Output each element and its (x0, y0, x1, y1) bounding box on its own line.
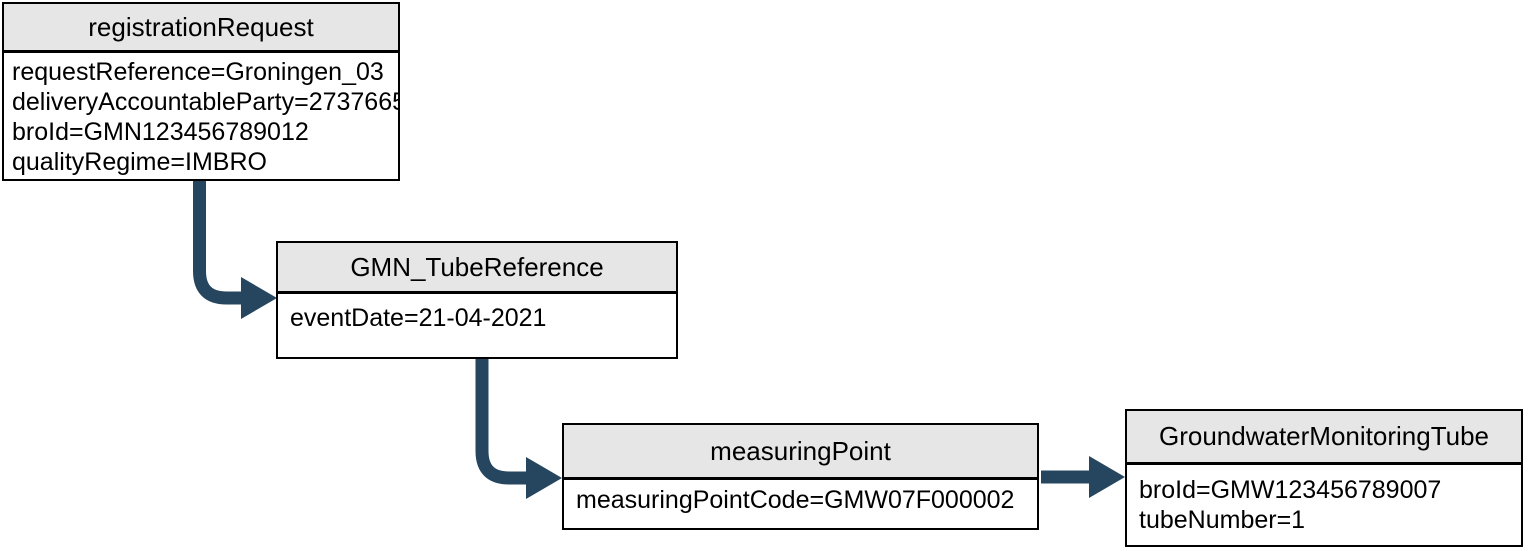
connector-registrationRequest-to-gmn-tubereference (193, 181, 241, 305)
node-title: registrationRequest (4, 4, 398, 53)
node-groundwatermonitoringtube: GroundwaterMonitoringTube broId=GMW12345… (1125, 409, 1523, 547)
node-field: eventDate=21-04-2021 (290, 304, 547, 332)
node-title: GMN_TubeReference (278, 243, 676, 294)
node-title: measuringPoint (564, 425, 1037, 480)
node-field: broId=GMW123456789007 (1139, 476, 1442, 504)
node-body: requestReference=Groningen_03 deliveryAc… (4, 53, 398, 181)
node-registration-request: registrationRequest requestReference=Gro… (2, 2, 400, 181)
node-title: GroundwaterMonitoringTube (1127, 411, 1521, 465)
node-field: tubeNumber=1 (1139, 506, 1306, 534)
node-field: requestReference=Groningen_03 (12, 58, 384, 86)
node-field: qualityRegime=IMBRO (12, 148, 267, 176)
arrowhead-icon (241, 277, 277, 319)
arrowhead-icon (1089, 456, 1125, 498)
node-body: eventDate=21-04-2021 (278, 294, 676, 342)
node-body: broId=GMW123456789007 tubeNumber=1 (1127, 465, 1521, 545)
connector-gmn-tubereference-to-measuringpoint (475, 359, 526, 485)
node-body: measuringPointCode=GMW07F000002 (564, 480, 1037, 520)
node-measuringpoint: measuringPoint measuringPointCode=GMW07F… (562, 423, 1039, 530)
arrowhead-icon (526, 457, 562, 499)
node-field: deliveryAccountableParty=27376655 (12, 88, 398, 116)
node-field: broId=GMN123456789012 (12, 118, 309, 146)
node-gmn-tubereference: GMN_TubeReference eventDate=21-04-2021 (276, 241, 678, 359)
node-field: measuringPointCode=GMW07F000002 (576, 486, 1015, 514)
